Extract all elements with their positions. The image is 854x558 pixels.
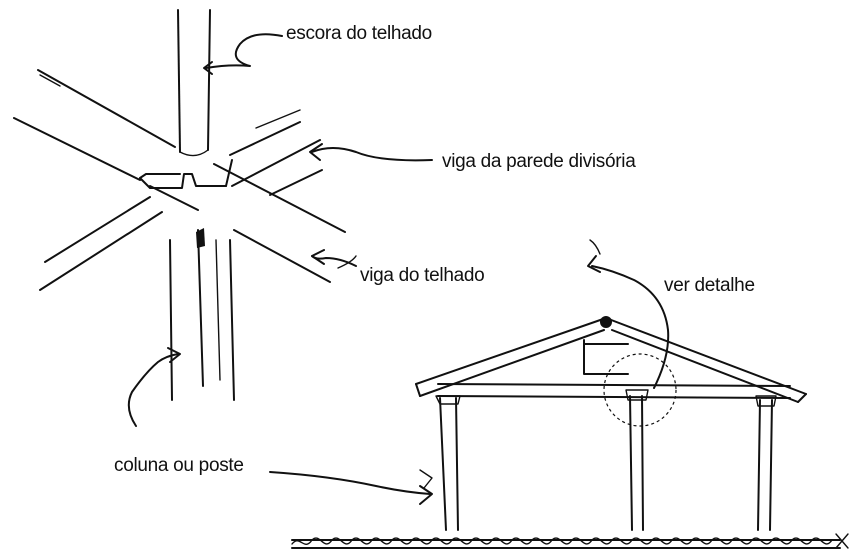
partition-beam-label: viga da parede divisória	[442, 151, 636, 172]
roof-brace-label: escora do telhado	[286, 23, 432, 44]
column-member	[169, 228, 235, 401]
partition-beam-leader	[311, 147, 433, 162]
column-post-label: coluna ou poste	[114, 455, 244, 476]
see-detail-leader	[591, 265, 670, 389]
house-elevation	[291, 316, 849, 549]
joint-notch	[139, 159, 233, 189]
see-detail-label: ver detalhe	[664, 275, 755, 296]
partition-beam-member	[39, 109, 323, 291]
roof-brace-member	[177, 9, 211, 157]
roof-beam-label: viga do telhado	[360, 265, 485, 286]
roof-brace-leader	[205, 33, 283, 69]
column-leader	[127, 353, 179, 427]
roof-beam-member	[13, 69, 346, 283]
